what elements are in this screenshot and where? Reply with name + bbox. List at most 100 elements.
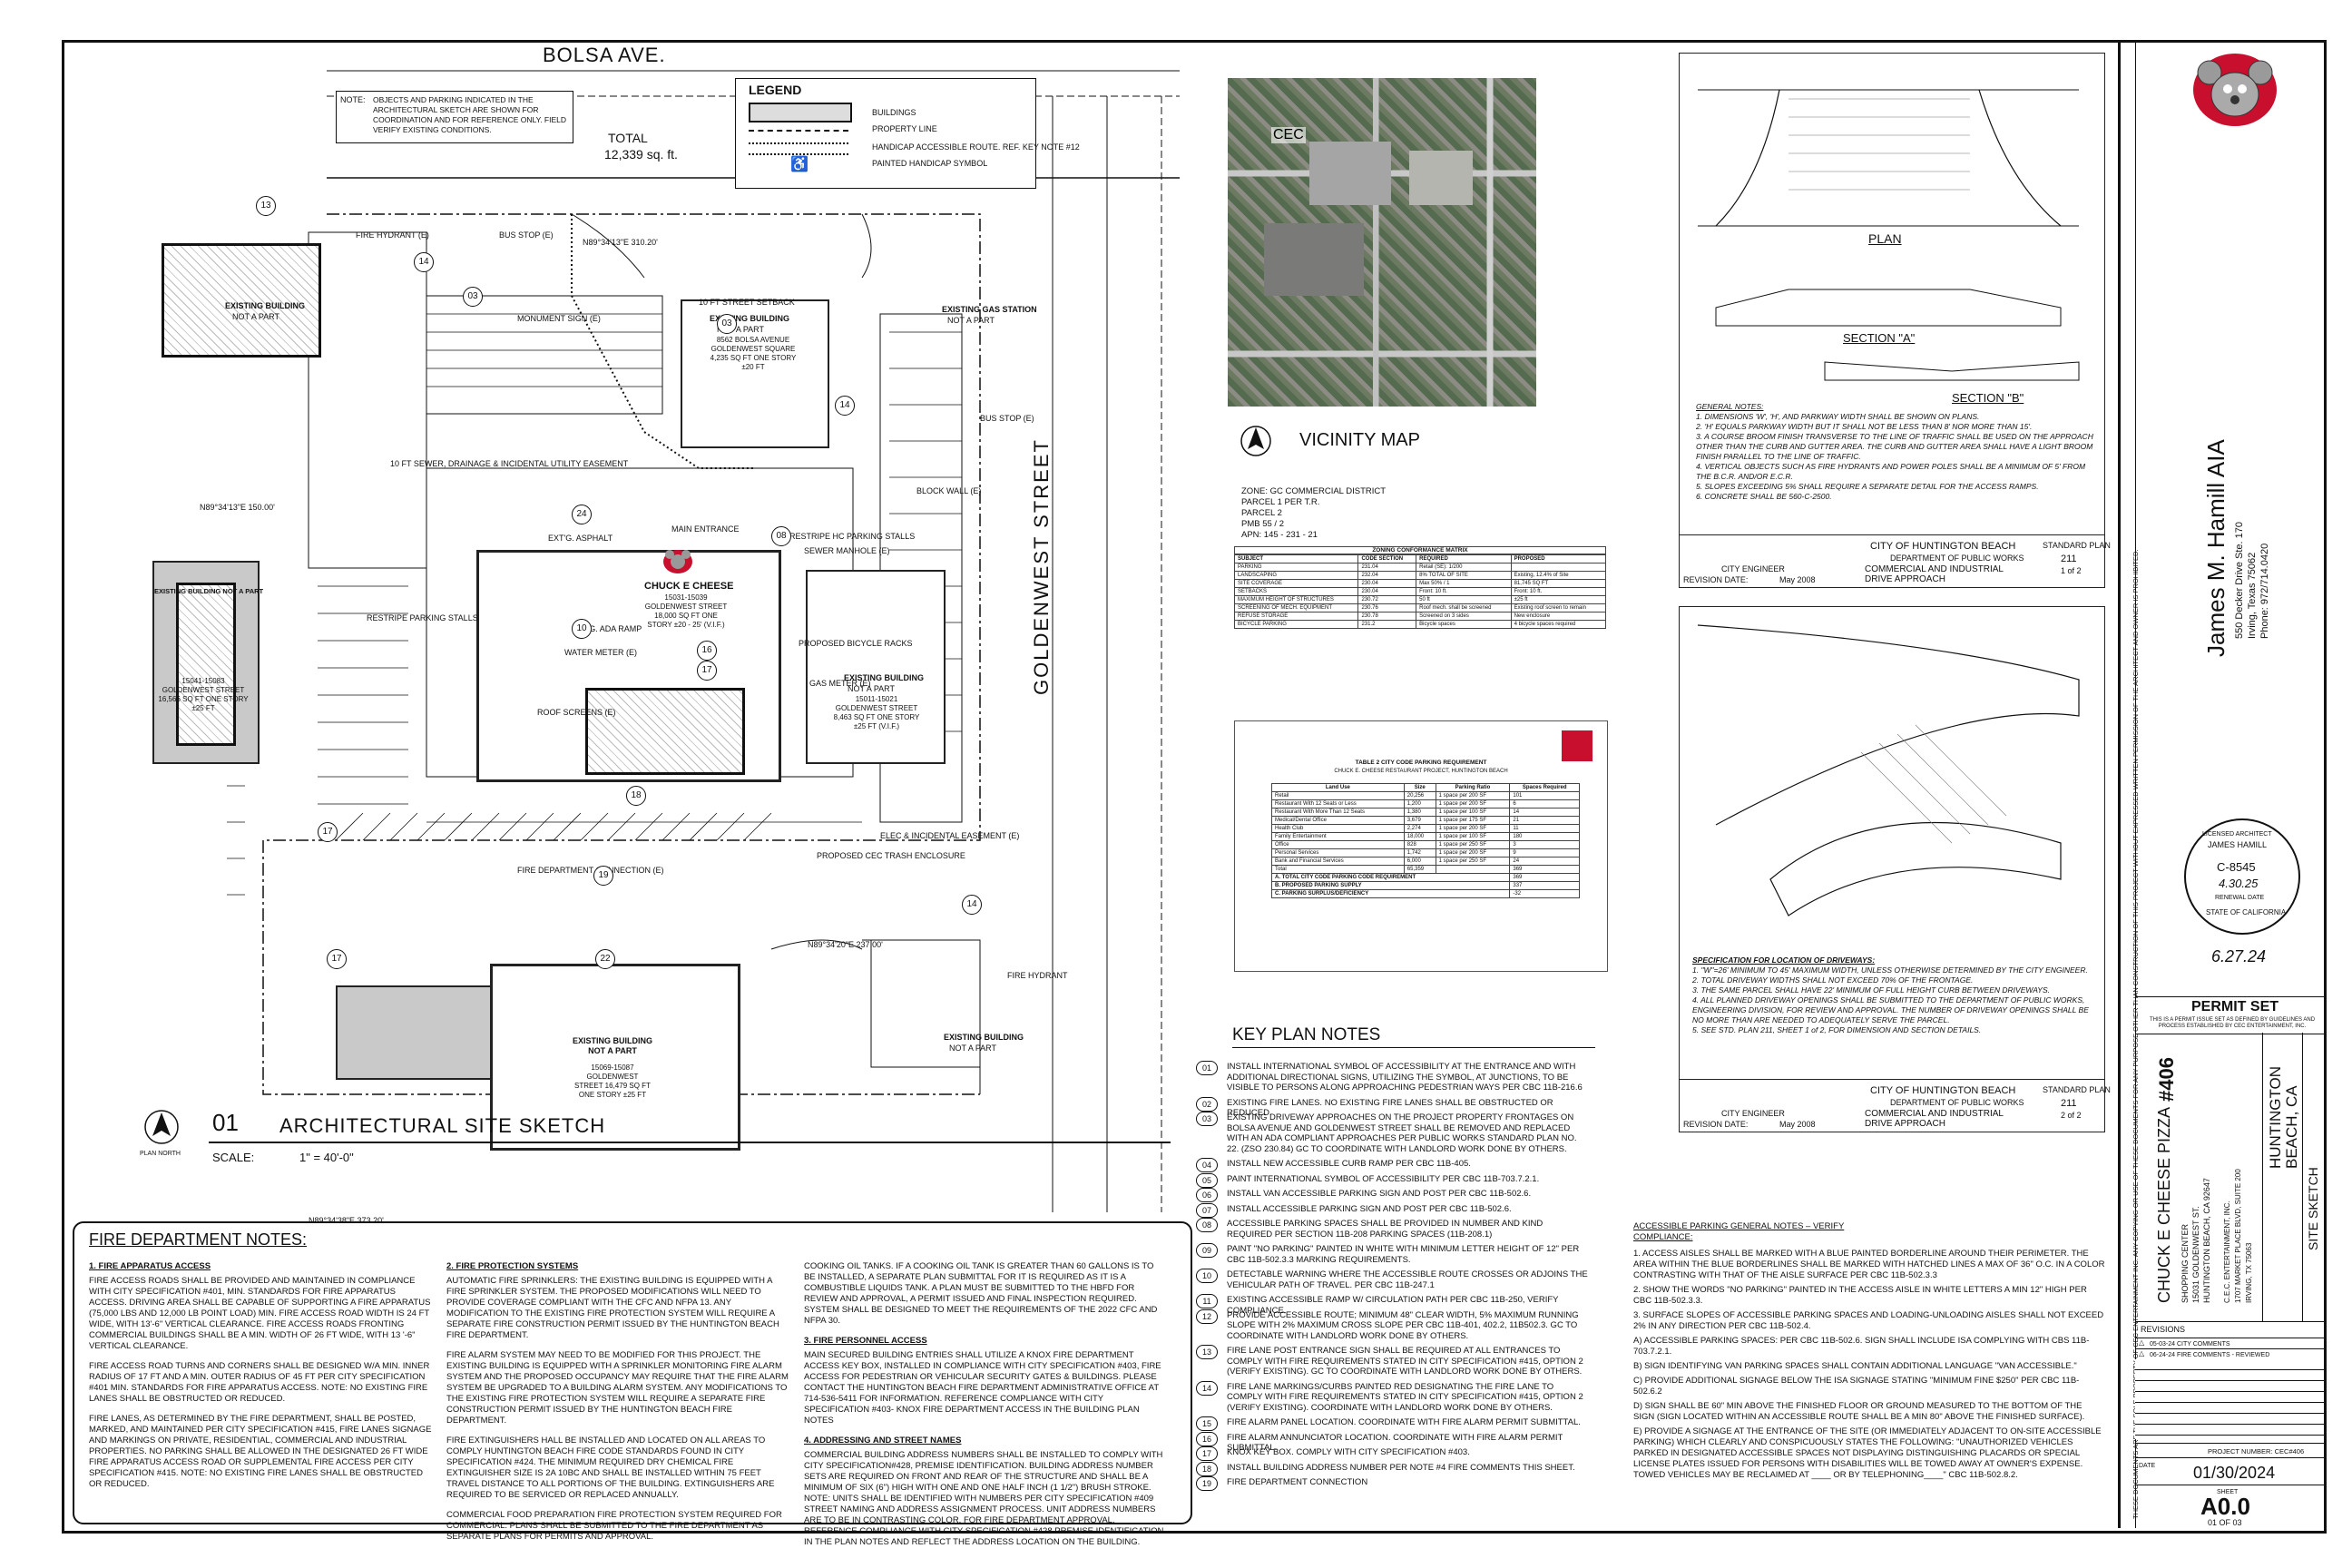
dept-name: DEPARTMENT OF PUBLIC WORKS — [1890, 1098, 2024, 1107]
site-label: FIRE DEPARTMENT CONNECTION (E) — [517, 866, 664, 875]
city-name: CITY OF HUNTINGTON BEACH — [1870, 541, 2016, 552]
keynote-number: 13 — [1196, 1345, 1218, 1359]
drive-approach-plan-drawing — [1698, 89, 2080, 381]
keynote-number: 19 — [1196, 1476, 1218, 1491]
bearing: N89°34'13"E 150.00' — [200, 503, 275, 512]
fire-note-text: FIRE ACCESS ROAD TURNS AND CORNERS SHALL… — [89, 1361, 430, 1404]
zone-info: ZONE: GC COMMERCIAL DISTRICT PARCEL 1 PE… — [1241, 486, 1386, 541]
sheet-title-divider — [2302, 1033, 2303, 1321]
fire-note-text: MAIN SECURED BUILDING ENTRIES SHALL UTIL… — [804, 1350, 1161, 1426]
project-address: HUNTINGTON BEACH, CA 92647 — [2202, 1178, 2211, 1303]
coordination-note: NOTE: OBJECTS AND PARKING INDICATED IN T… — [336, 91, 573, 143]
site-label: EXT'G. ADA RAMP — [572, 624, 642, 633]
building-address: 15069-15087 GOLDENWEST STREET 16,479 SQ … — [574, 1063, 651, 1099]
keynotes-underline — [1232, 1047, 1595, 1048]
fire-note: FIRE ALARM SYSTEM MAY NEED TO BE MODIFIE… — [446, 1350, 791, 1426]
building-sub: NOT A PART — [848, 684, 896, 693]
keynote-number: 09 — [1196, 1243, 1218, 1258]
table-cell: Bicycle spaces — [1416, 620, 1512, 629]
table-cell: 8% TOTAL OF SITE — [1416, 571, 1512, 580]
sheet-frame — [62, 40, 2327, 1534]
keynotes-title: KEY PLAN NOTES — [1232, 1025, 1381, 1044]
parking-header: Parking Ratio — [1435, 783, 1511, 792]
fire-note: FIRE LANES, AS DETERMINED BY THE FIRE DE… — [89, 1414, 434, 1490]
parking-header: Land Use — [1271, 783, 1405, 792]
keynote-bubble: 24 — [572, 505, 592, 524]
keynote-text: EXISTING ACCESSIBLE RAMP W/ CIRCULATION … — [1227, 1295, 1559, 1316]
table-cell: 828 — [1403, 840, 1436, 849]
drawing-name: COMMERCIAL AND INDUSTRIAL DRIVE APPROACH — [1865, 564, 2004, 584]
building-sub: NOT A PART — [717, 325, 765, 334]
parking-table-frame: TABLE 2 CITY CODE PARKING REQUIREMENT CH… — [1234, 720, 1608, 972]
keynote-bubble: 17 — [327, 949, 347, 969]
bearing: N89°34'20"E 237.00' — [808, 940, 883, 949]
building-15069-core — [490, 964, 740, 1151]
table-cell: 1 space per 100 SF — [1435, 832, 1511, 841]
sheet-of: 2 of 2 — [2061, 1111, 2082, 1120]
sheet-of: 1 of 2 — [2061, 566, 2082, 575]
spec-title: SPECIFICATION FOR LOCATION OF DRIVEWAYS: — [1692, 956, 1876, 965]
cec-aerial-label: CEC — [1271, 127, 1306, 143]
street-goldenwest: GOLDENWEST STREET — [1030, 438, 1053, 695]
table-cell: 1 space per 100 SF — [1435, 808, 1511, 817]
table-cell: Total — [1271, 865, 1405, 874]
keynote-bubble: 13 — [256, 196, 276, 216]
site-label: 10 FT STREET SETBACK — [699, 298, 795, 307]
table-cell: 21 — [1509, 816, 1580, 825]
table-cell: 50 ft — [1416, 595, 1512, 604]
city-engineer: CITY ENGINEER — [1721, 564, 1785, 573]
keynote-text: FIRE ALARM PANEL LOCATION. COORDINATE WI… — [1227, 1417, 1581, 1427]
owner-info: C.E.C. ENTERTAINMENT, INC. — [2223, 1200, 2231, 1303]
table-cell: 1,200 — [1403, 799, 1436, 808]
site-label: WATER METER (E) — [564, 648, 637, 657]
table-cell: 230.78 — [1357, 612, 1417, 621]
table-cell: 1 space per 200 SF — [1435, 799, 1511, 808]
std-plan-block-1: CITY ENGINEER REVISION DATE: May 2008 CI… — [1680, 534, 2111, 588]
stamp-line: STATE OF CALIFORNIA — [2206, 908, 2287, 916]
revision-blank-rows — [2135, 1359, 2324, 1439]
triangle-icon: △ — [2139, 1338, 2145, 1347]
table-cell: 232.04 — [1357, 571, 1417, 580]
stamp-line: JAMES HAMILL — [2208, 840, 2268, 849]
title-block: THESE DOCUMENTS ARE THE SOLE PROPERTY OF… — [2118, 40, 2324, 1528]
keynote-number: 05 — [1196, 1172, 1218, 1188]
vicinity-north-icon — [1240, 425, 1272, 457]
spec-item: 2. TOTAL DRIVEWAY WIDTHS SHALL NOT EXCEE… — [1692, 975, 1974, 985]
sheet-title: SITE SKETCH — [2306, 1167, 2320, 1250]
legend-building-swatch — [749, 103, 852, 122]
table-cell: 1 space per 200 SF — [1435, 824, 1511, 833]
keynote-bubble: 03 — [463, 287, 483, 307]
accessible-note: B) SIGN IDENTIFYING VAN PARKING SPACES S… — [1633, 1361, 2077, 1371]
table-cell: MAXIMUM HEIGHT OF STRUCTURES — [1233, 595, 1359, 604]
triangle-icon: △ — [2139, 1349, 2145, 1357]
table-cell: 230.04 — [1357, 587, 1417, 596]
revisions-block: REVISIONS △ 05-03-24 CITY COMMENTS △ 06-… — [2135, 1321, 2324, 1439]
owner-info: IRVING, TX 75063 — [2245, 1242, 2253, 1303]
table-cell: 65,359 — [1403, 865, 1436, 874]
accessible-note: 3. SURFACE SLOPES OF ACCESSIBLE PARKING … — [1633, 1310, 2104, 1331]
building-address: 15011-15021 GOLDENWEST STREET 8,463 SQ F… — [833, 695, 920, 730]
architect-address: Irving, Texas 75062 — [2247, 552, 2258, 639]
site-label: BUS STOP (E) — [499, 230, 554, 240]
table-cell: 230.76 — [1357, 603, 1417, 612]
shopping-center: SHOPPING CENTER — [2180, 1223, 2190, 1303]
table-cell: 1 space per 250 SF — [1435, 857, 1511, 866]
table-cell: 6 — [1509, 799, 1580, 808]
site-label: FIRE HYDRANT (E) — [356, 230, 429, 240]
general-note: 1. DIMENSIONS 'W', 'H', AND PARKWAY WIDT… — [1696, 412, 1980, 421]
table-cell: SCREENING OF MECH. EQUIPMENT — [1233, 603, 1359, 612]
building-8562-bolsa — [681, 299, 829, 448]
